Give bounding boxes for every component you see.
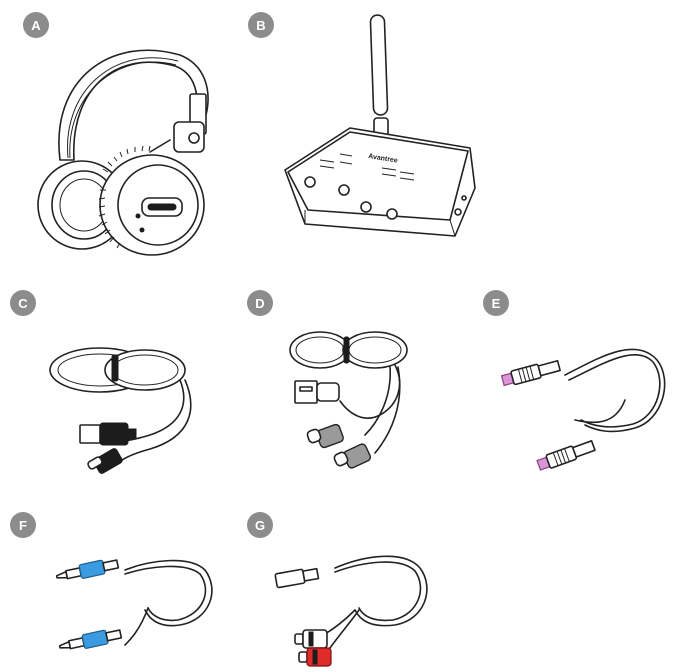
rca-cable-illustration [274,550,435,670]
label-badge-c: C [10,290,36,316]
transmitter-illustration: Avantree [280,10,480,240]
label-badge-e: E [483,290,509,316]
optical-cable-illustration [495,340,670,475]
stereo-cable-illustration [50,550,220,665]
label-badge-f: F [10,512,36,538]
headphones-illustration [30,40,220,256]
brand-logo-text: Avantree [368,153,399,165]
label-badge-b: B [248,12,274,38]
label-badge-g: G [247,512,273,538]
label-badge-a: A [23,12,49,38]
usb-cable-black-illustration [40,325,220,480]
usb-dual-cable-illustration [280,325,420,475]
label-badge-d: D [247,290,273,316]
